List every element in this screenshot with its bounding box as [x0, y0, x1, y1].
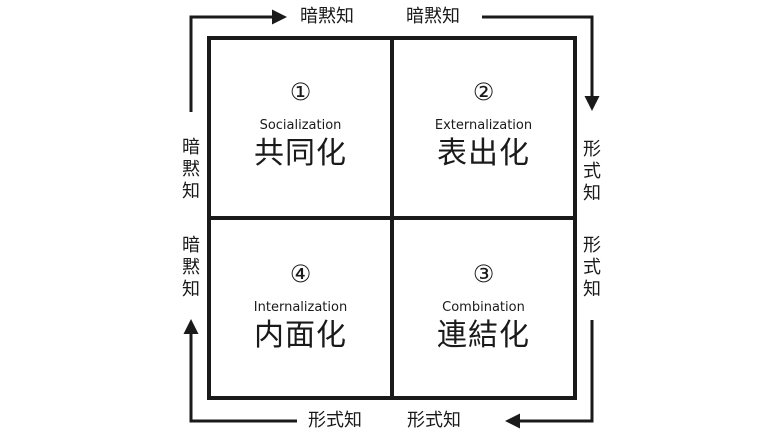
top-left-arrow — [189, 9, 287, 112]
bottom-left-label: 形式知 — [308, 410, 362, 431]
quadrant-internalization: ④ Internalization 内面化 — [211, 260, 390, 354]
quadrant-japanese: 連結化 — [437, 318, 530, 353]
top-right-label: 暗黙知 — [406, 6, 460, 27]
quadrant-number: ③ — [472, 260, 495, 288]
top-left-label: 暗黙知 — [300, 6, 354, 27]
quadrant-english: Externalization — [434, 118, 533, 133]
quadrant-japanese: 表出化 — [437, 136, 530, 171]
quadrant-english: Combination — [442, 300, 525, 315]
quadrant-number: ④ — [289, 260, 312, 288]
quadrant-externalization: ② Externalization 表出化 — [394, 78, 573, 172]
right-lower-label: 形式知 — [583, 235, 601, 300]
quadrant-japanese: 共同化 — [254, 136, 347, 171]
left-upper-label: 暗黙知 — [182, 137, 200, 202]
bottom-left-arrow — [183, 319, 297, 423]
quadrant-japanese: 内面化 — [254, 318, 347, 353]
quadrant-socialization: ① Socialization 共同化 — [211, 78, 390, 172]
quadrant-number: ① — [289, 78, 312, 106]
left-lower-label: 暗黙知 — [182, 235, 200, 300]
right-upper-label: 形式知 — [583, 139, 601, 204]
quadrant-english: Internalization — [253, 300, 348, 315]
quadrant-combination: ③ Combination 連結化 — [394, 260, 573, 354]
bottom-right-label: 形式知 — [407, 410, 461, 431]
top-right-arrow — [482, 15, 600, 111]
bottom-right-arrow — [505, 320, 594, 429]
quadrant-english: Socialization — [259, 118, 342, 133]
quadrant-number: ② — [472, 78, 495, 106]
